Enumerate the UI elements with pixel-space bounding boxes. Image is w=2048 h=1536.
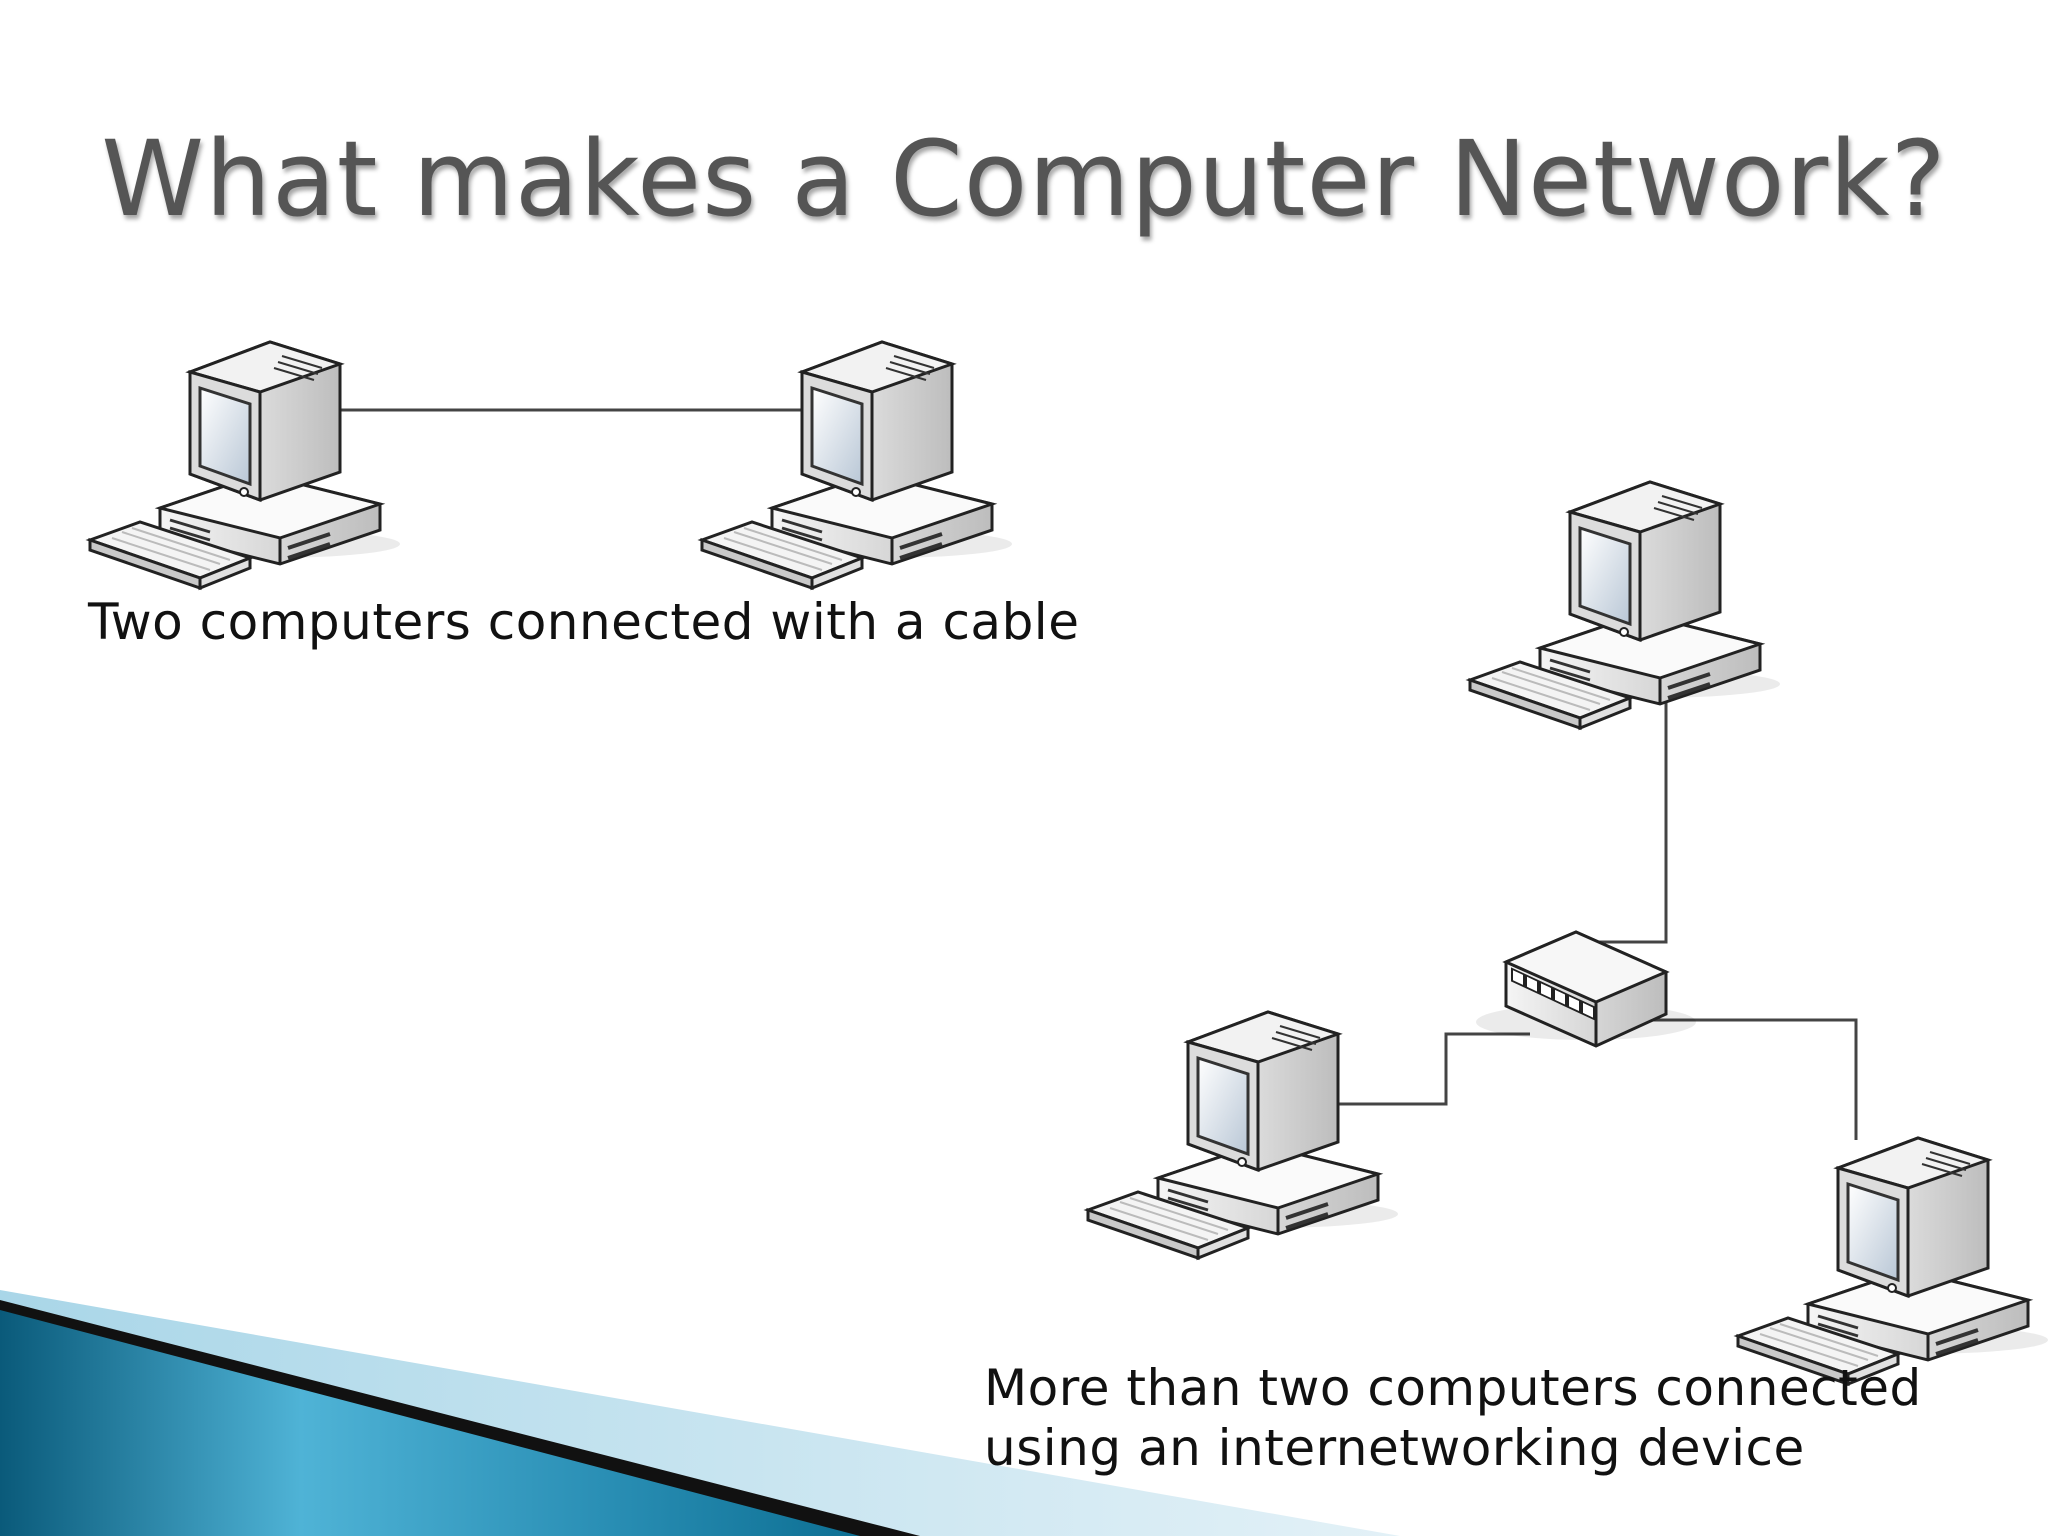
cable-pc-e-hub bbox=[1650, 1018, 1858, 1140]
caption-network: More than two computers connected using … bbox=[984, 1358, 1922, 1478]
caption-network-line2: using an internetworking device bbox=[984, 1419, 1805, 1477]
computer-icon bbox=[1468, 480, 1782, 730]
cable-pc-d-hub bbox=[1296, 1032, 1530, 1106]
computer-icon bbox=[700, 340, 1014, 590]
cables bbox=[290, 408, 1858, 1140]
network-switch-icon bbox=[1474, 930, 1698, 1048]
caption-network-line1: More than two computers connected bbox=[984, 1359, 1922, 1417]
computer-icon bbox=[1736, 1136, 2048, 1386]
cable-pc-c-hub bbox=[1580, 640, 1668, 944]
decorative-band bbox=[0, 1290, 1400, 1536]
computer-icon bbox=[1086, 1010, 1400, 1260]
caption-two-computers: Two computers connected with a cable bbox=[88, 593, 1080, 651]
computer-icon bbox=[88, 340, 402, 590]
slide-title: What makes a Computer Network? bbox=[101, 118, 1947, 240]
